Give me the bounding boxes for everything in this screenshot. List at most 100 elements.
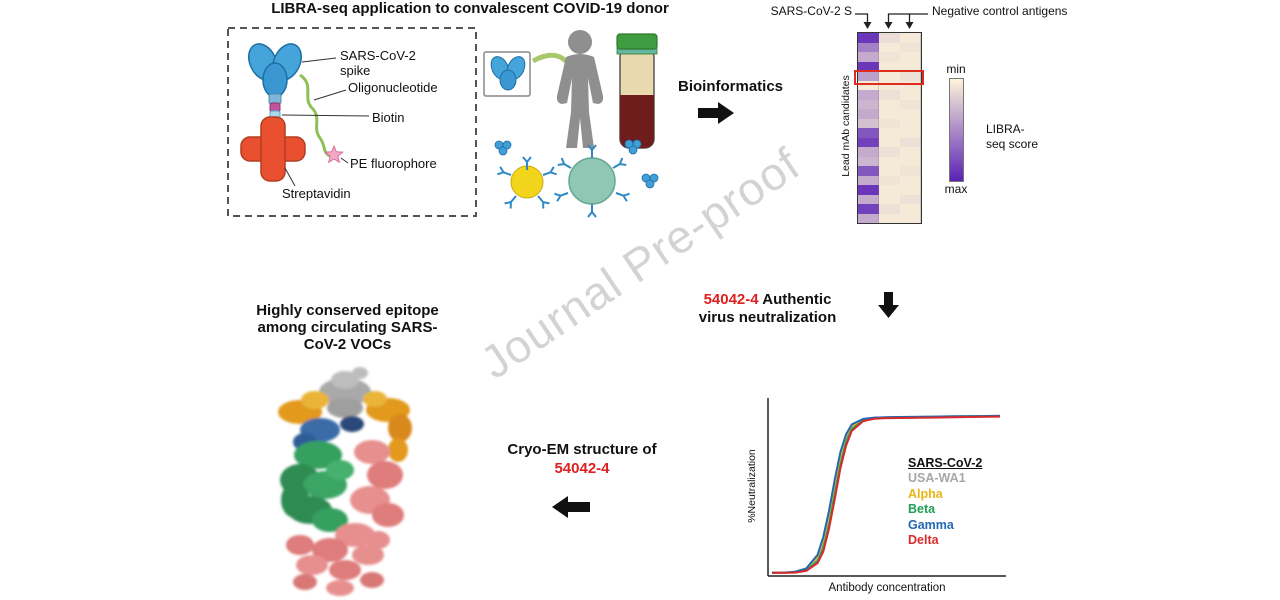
label-connectors	[281, 57, 370, 187]
heatmap-column-arrowheads	[863, 22, 914, 29]
heatmap-cell	[879, 213, 900, 223]
heatmap-cell	[879, 61, 900, 71]
heatmap-cell	[858, 109, 879, 119]
spike-label: SARS-CoV-2 spike	[340, 48, 416, 78]
panel1-title: LIBRA-seq application to convalescent CO…	[271, 0, 669, 17]
heatmap-cell	[858, 204, 879, 214]
heatmap-cell	[900, 213, 921, 223]
heatmap-cell	[900, 128, 921, 138]
heatmap-cell	[900, 90, 921, 100]
heatmap-cell	[879, 33, 900, 43]
streptavidin-label: Streptavidin	[282, 186, 351, 201]
scale-title: LIBRA- seq score	[986, 122, 1038, 152]
spike-label-line2: spike	[340, 63, 371, 78]
heatmap-cell	[858, 61, 879, 71]
libra-score-scalebar	[949, 78, 964, 182]
heatmap-cell	[879, 204, 900, 214]
arrow-right-icon	[698, 102, 734, 124]
oligonucleotide-squiggle-icon	[299, 73, 331, 158]
chart-legend-title: SARS-CoV-2	[908, 456, 983, 470]
heatmap-cell	[879, 194, 900, 204]
step2-text-line1: Authentic	[762, 291, 832, 308]
cryoem-structure	[278, 367, 412, 596]
heatmap-cell	[900, 156, 921, 166]
heatmap-cell	[879, 80, 900, 90]
free-spike-icons	[494, 139, 659, 189]
heatmap-cell	[858, 194, 879, 204]
legend-item-Alpha: Alpha	[908, 486, 943, 501]
blood-tube-icon	[616, 33, 658, 149]
curve-Delta	[772, 415, 1001, 574]
legend-item-USA-WA1: USA-WA1	[908, 471, 966, 485]
heatmap-cell	[900, 185, 921, 195]
heatmap-cell	[879, 90, 900, 100]
cryoem-antibody-id: 54042-4	[554, 460, 610, 477]
heatmap-cell	[879, 156, 900, 166]
pe-fluorophore-label: PE fluorophore	[350, 156, 437, 171]
spike-trimer-icon	[247, 43, 303, 105]
b-cell-yellow	[497, 156, 557, 209]
legend-item-Beta: Beta	[908, 502, 936, 516]
chart-ylabel: %Neutralization	[746, 449, 758, 523]
construct-dashed-box	[227, 27, 477, 217]
heatmap-cell	[858, 33, 879, 43]
epitope-line2: among circulating SARS-	[257, 319, 438, 336]
heatmap-cell	[879, 42, 900, 52]
bioinformatics-label: Bioinformatics	[678, 78, 784, 95]
heatmap-cell	[858, 118, 879, 128]
heatmap-cell	[879, 71, 900, 81]
heatmap-cell	[900, 175, 921, 185]
step2-antibody-id: 54042-4	[703, 291, 759, 308]
heatmap-cell	[879, 175, 900, 185]
heatmap-highlight	[854, 70, 924, 85]
heatmap-cell	[900, 194, 921, 204]
heatmap-cell	[879, 99, 900, 109]
heatmap-cell	[858, 137, 879, 147]
legend-item-Gamma: Gamma	[908, 517, 954, 532]
heatmap-cell	[900, 99, 921, 109]
heatmap-cell	[900, 166, 921, 176]
epitope-heading: Highly conserved epitope among circulati…	[235, 302, 460, 353]
heatmap-cell	[900, 33, 921, 43]
biotin-label: Biotin	[372, 110, 405, 125]
heatmap-cell	[858, 156, 879, 166]
heatmap-cell	[900, 80, 921, 90]
heatmap-cell	[900, 52, 921, 62]
heatmap-cell	[900, 204, 921, 214]
scale-title-line2: seq score	[986, 137, 1039, 151]
arrow-left-icon	[552, 496, 590, 518]
arrow-down-icon	[878, 292, 899, 318]
heatmap-cell	[879, 137, 900, 147]
heatmap-cell	[858, 175, 879, 185]
heatmap-cell	[879, 52, 900, 62]
cryoem-caption-line1: Cryo-EM structure of	[507, 441, 657, 458]
heatmap-cell	[900, 137, 921, 147]
cryoem-caption: Cryo-EM structure of 54042-4	[487, 440, 677, 478]
legend-item-Delta: Delta	[908, 533, 939, 547]
oligonucleotide-label: Oligonucleotide	[348, 80, 438, 95]
heatmap-cell	[858, 71, 879, 81]
heatmap-cell	[858, 185, 879, 195]
step2-text-line2: virus neutralization	[698, 309, 837, 326]
spike-label-line1: SARS-CoV-2	[340, 48, 416, 63]
heatmap-grid	[854, 32, 924, 224]
heatmap-cell	[900, 61, 921, 71]
heatmap-cell	[858, 99, 879, 109]
heatmap-cell	[879, 166, 900, 176]
heatmap-cell	[900, 71, 921, 81]
heatmap-cell	[858, 213, 879, 223]
heatmap-cell	[858, 147, 879, 157]
heatmap-cell	[900, 147, 921, 157]
heatmap-cell	[900, 42, 921, 52]
heatmap-cell	[858, 80, 879, 90]
heatmap-cell	[858, 90, 879, 100]
heatmap-cell	[879, 185, 900, 195]
b-cell-teal	[554, 144, 630, 218]
heatmap-cell	[879, 109, 900, 119]
pe-fluorophore-star-icon	[324, 144, 344, 164]
neutralization-plot	[771, 414, 1001, 574]
epitope-line3: CoV-2 VOCs	[303, 336, 392, 353]
